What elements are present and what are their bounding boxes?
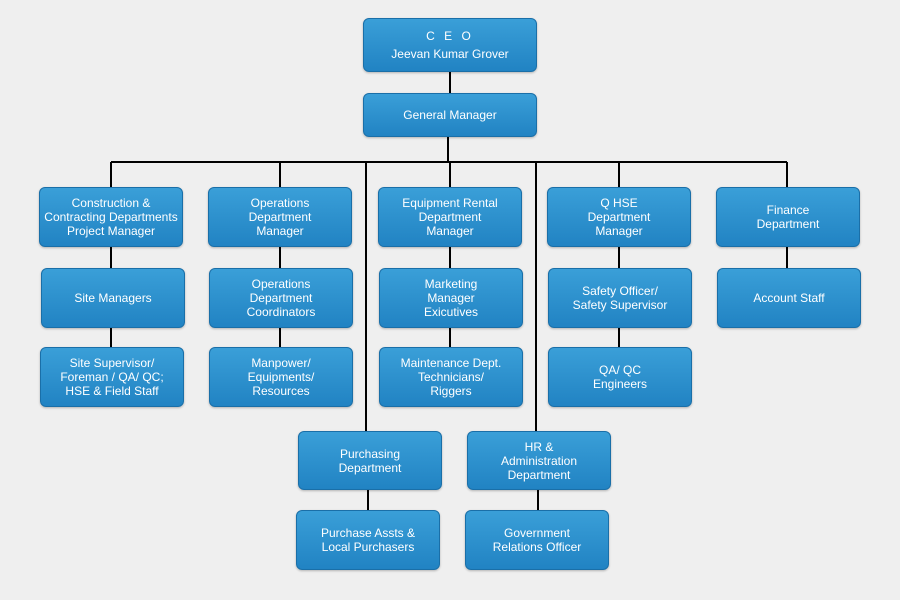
qa-qc-line-1: QA/ QC: [598, 363, 641, 377]
equipment-rental-line-2: Department: [418, 210, 482, 224]
purchasing-department-box: Purchasing Department: [298, 431, 442, 490]
finance-line-1: Finance: [766, 203, 810, 217]
operations-manager-line-2: Department: [248, 210, 312, 224]
operations-manager-line-3: Manager: [256, 224, 304, 238]
account-staff-label: Account Staff: [753, 291, 825, 305]
manpower-line-1: Manpower/: [251, 356, 311, 370]
operations-manager-box: Operations Department Manager: [208, 187, 352, 247]
purchase-assts-line-1: Purchase Assts &: [320, 526, 416, 540]
purchase-assts-line-2: Local Purchasers: [321, 540, 415, 554]
construction-line-3: Project Manager: [66, 224, 156, 238]
manpower-line-2: Equipments/: [247, 370, 315, 384]
ceo-box: C E O Jeevan Kumar Grover: [363, 18, 537, 72]
general-manager-box: General Manager: [363, 93, 537, 137]
qhse-line-1: Q HSE: [600, 196, 638, 210]
construction-line-1: Construction &: [71, 196, 151, 210]
operations-coordinators-line-2: Department: [249, 291, 313, 305]
construction-project-manager-box: Construction & Contracting Departments P…: [39, 187, 183, 247]
site-supervisor-box: Site Supervisor/ Foreman / QA/ QC; HSE &…: [40, 347, 184, 407]
site-supervisor-line-1: Site Supervisor/: [69, 356, 155, 370]
hr-administration-box: HR & Administration Department: [467, 431, 611, 490]
qhse-line-2: Department: [587, 210, 651, 224]
government-relations-line-2: Relations Officer: [492, 540, 582, 554]
safety-officer-line-2: Safety Supervisor: [572, 298, 668, 312]
qhse-line-3: Manager: [595, 224, 643, 238]
manpower-line-3: Resources: [252, 384, 310, 398]
maintenance-line-3: Riggers: [430, 384, 472, 398]
qhse-manager-box: Q HSE Department Manager: [547, 187, 691, 247]
operations-coordinators-line-3: Coordinators: [246, 305, 316, 319]
site-supervisor-line-3: HSE & Field Staff: [65, 384, 159, 398]
marketing-executives-box: Marketing Manager Exicutives: [379, 268, 523, 328]
construction-line-2: Contracting Departments: [44, 210, 178, 224]
finance-line-2: Department: [756, 217, 820, 231]
purchasing-line-1: Purchasing: [339, 446, 401, 461]
maintenance-box: Maintenance Dept. Technicians/ Riggers: [379, 347, 523, 407]
finance-department-box: Finance Department: [716, 187, 860, 247]
purchasing-line-2: Department: [338, 460, 402, 475]
site-supervisor-line-2: Foreman / QA/ QC;: [60, 370, 164, 384]
purchase-assts-box: Purchase Assts & Local Purchasers: [296, 510, 440, 570]
account-staff-box: Account Staff: [717, 268, 861, 328]
safety-officer-box: Safety Officer/ Safety Supervisor: [548, 268, 692, 328]
qa-qc-engineers-box: QA/ QC Engineers: [548, 347, 692, 407]
equipment-rental-manager-box: Equipment Rental Department Manager: [378, 187, 522, 247]
maintenance-line-2: Technicians/: [417, 370, 485, 384]
hr-line-3: Department: [507, 467, 571, 482]
government-relations-line-1: Government: [503, 526, 571, 540]
ceo-title: C E O: [426, 29, 474, 43]
safety-officer-line-1: Safety Officer/: [582, 284, 658, 298]
equipment-rental-line-3: Manager: [426, 224, 474, 238]
hr-line-2: Administration: [500, 453, 578, 468]
qa-qc-line-2: Engineers: [592, 377, 648, 391]
marketing-line-1: Marketing: [424, 277, 478, 291]
operations-coordinators-box: Operations Department Coordinators: [209, 268, 353, 328]
marketing-line-2: Manager: [427, 291, 475, 305]
general-manager-label: General Manager: [403, 108, 497, 122]
manpower-box: Manpower/ Equipments/ Resources: [209, 347, 353, 407]
ceo-name: Jeevan Kumar Grover: [391, 47, 509, 61]
government-relations-box: Government Relations Officer: [465, 510, 609, 570]
operations-coordinators-line-1: Operations: [251, 277, 311, 291]
hr-line-1: HR &: [524, 439, 554, 454]
site-managers-label: Site Managers: [74, 291, 152, 305]
equipment-rental-line-1: Equipment Rental: [402, 196, 498, 210]
marketing-line-3: Exicutives: [423, 305, 479, 319]
site-managers-box: Site Managers: [41, 268, 185, 328]
operations-manager-line-1: Operations: [250, 196, 310, 210]
maintenance-line-1: Maintenance Dept.: [400, 356, 502, 370]
